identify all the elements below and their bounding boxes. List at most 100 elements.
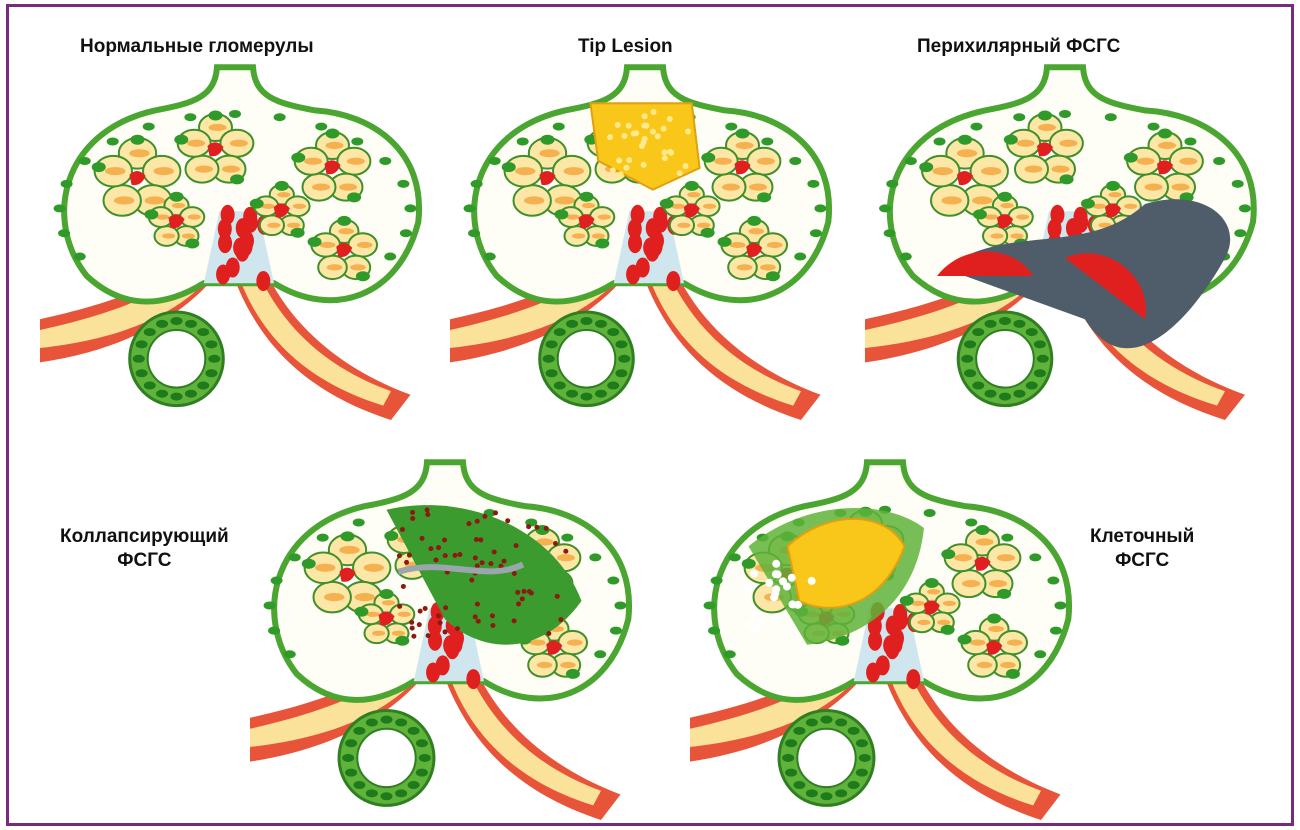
endothelial-nucleus xyxy=(687,192,700,197)
podocyte-nucleus xyxy=(998,192,1012,202)
foam-vacuole xyxy=(623,165,629,171)
hyperplastic-podocyte-dot xyxy=(442,537,447,542)
hyperplastic-podocyte-dot xyxy=(475,602,480,607)
parietal-cell-nucleus xyxy=(54,204,66,212)
podocyte-nucleus xyxy=(92,162,106,172)
endothelial-nucleus xyxy=(187,140,205,147)
tubule-nucleus xyxy=(136,340,148,348)
tubule-nucleus xyxy=(566,320,578,328)
podocyte-nucleus xyxy=(302,559,316,569)
podocyte-nucleus xyxy=(941,549,955,559)
endothelial-nucleus xyxy=(209,124,227,131)
endothelial-nucleus xyxy=(315,564,335,572)
hyperplastic-podocyte-dot xyxy=(466,521,471,526)
parietal-cell-nucleus xyxy=(351,137,363,145)
endothelial-nucleus xyxy=(972,196,992,204)
podocyte-nucleus xyxy=(230,174,244,184)
podocyte-nucleus xyxy=(209,111,223,121)
podocyte-nucleus xyxy=(958,135,972,145)
tubule-nucleus xyxy=(554,382,566,390)
parietal-cell-nucleus xyxy=(184,113,196,121)
hyperplastic-podocyte-dot xyxy=(514,543,519,548)
podocyte-nucleus xyxy=(170,192,184,202)
hyperplastic-podocyte-dot xyxy=(492,549,497,554)
podocyte-nucleus xyxy=(925,578,939,588)
endothelial-nucleus xyxy=(730,242,746,248)
endothelial-nucleus xyxy=(1010,233,1023,238)
podocyte-nucleus xyxy=(1004,135,1018,145)
hyperplastic-podocyte-dot xyxy=(400,527,405,532)
podocyte-nucleus xyxy=(291,153,305,163)
hyperplastic-podocyte-dot xyxy=(436,545,441,550)
podocyte-nucleus xyxy=(250,199,264,209)
podocyte-nucleus xyxy=(973,209,987,219)
stalk-red-cell xyxy=(889,634,903,654)
parietal-cell-nucleus xyxy=(814,204,826,212)
parietal-cell-nucleus xyxy=(74,253,86,261)
hyperplastic-podocyte-dot xyxy=(473,555,478,560)
parietal-cell-nucleus xyxy=(384,253,396,261)
podocyte-nucleus xyxy=(380,589,394,599)
parietal-cell-nucleus xyxy=(517,137,529,145)
parietal-cell-nucleus xyxy=(607,577,619,585)
podocyte-nucleus xyxy=(1158,129,1172,139)
podocyte-nucleus xyxy=(580,192,594,202)
foam-vacuole xyxy=(685,128,691,134)
endothelial-nucleus xyxy=(977,662,993,668)
endothelial-nucleus xyxy=(1172,184,1190,191)
hyperplastic-podocyte-dot xyxy=(410,510,415,515)
endothelial-nucleus xyxy=(339,546,359,554)
tubule-nucleus xyxy=(342,754,354,762)
tubule-lumen xyxy=(357,729,415,787)
glomerulus-normal xyxy=(40,60,430,420)
podocyte-nucleus xyxy=(660,199,674,209)
tubule-nucleus xyxy=(345,739,357,747)
vacuole xyxy=(774,570,782,578)
tubule-nucleus xyxy=(1013,320,1025,328)
parietal-cell-nucleus xyxy=(900,253,912,261)
endothelial-nucleus xyxy=(304,158,322,165)
podocyte-nucleus xyxy=(185,239,199,249)
glomerulus-cellular xyxy=(690,455,1080,820)
hyperplastic-podocyte-dot xyxy=(425,512,430,517)
parietal-cell-nucleus xyxy=(143,123,155,131)
parietal-cell-nucleus xyxy=(965,518,977,526)
endothelial-nucleus xyxy=(382,600,395,605)
foam-vacuole xyxy=(641,162,647,168)
parietal-cell-nucleus xyxy=(471,180,483,188)
parietal-cell-nucleus xyxy=(879,204,891,212)
endothelial-nucleus xyxy=(355,593,375,601)
endothelial-nucleus xyxy=(989,580,1007,587)
tubule-nucleus xyxy=(859,754,871,762)
endothelial-nucleus xyxy=(957,149,977,157)
tubule-nucleus xyxy=(581,393,593,401)
foam-vacuole xyxy=(607,134,613,140)
hyperplastic-podocyte-dot xyxy=(455,626,460,631)
endothelial-nucleus xyxy=(942,196,962,204)
podocyte-nucleus xyxy=(595,239,609,249)
hyperplastic-podocyte-dot xyxy=(527,589,532,594)
parietal-cell-nucleus xyxy=(711,577,723,585)
endothelial-nucleus xyxy=(392,631,405,636)
podocyte-nucleus xyxy=(736,129,750,139)
tubule-nucleus xyxy=(595,390,607,398)
label-cellular-fsgs: Клеточный ФСГС xyxy=(1090,525,1194,573)
tubule-nucleus xyxy=(197,328,209,336)
hyperplastic-podocyte-dot xyxy=(433,558,438,563)
endothelial-nucleus xyxy=(598,214,611,219)
label-normal-glomeruli: Нормальные гломерулы xyxy=(80,35,314,59)
glomerulus-cellular-drawing xyxy=(690,455,1080,820)
endothelial-nucleus xyxy=(154,167,174,175)
endothelial-nucleus xyxy=(722,184,740,191)
tubule-nucleus xyxy=(408,781,420,789)
endothelial-nucleus xyxy=(927,589,940,594)
parietal-cell-nucleus xyxy=(271,577,283,585)
podocyte-nucleus xyxy=(976,525,990,535)
parietal-cell-nucleus xyxy=(1184,137,1196,145)
tubule-nucleus xyxy=(1013,390,1025,398)
hyperplastic-podocyte-dot xyxy=(469,578,474,583)
tubule-nucleus xyxy=(366,789,378,797)
podocyte-nucleus xyxy=(291,228,305,238)
tubule-nucleus xyxy=(408,727,420,735)
hyperplastic-podocyte-dot xyxy=(410,516,415,521)
